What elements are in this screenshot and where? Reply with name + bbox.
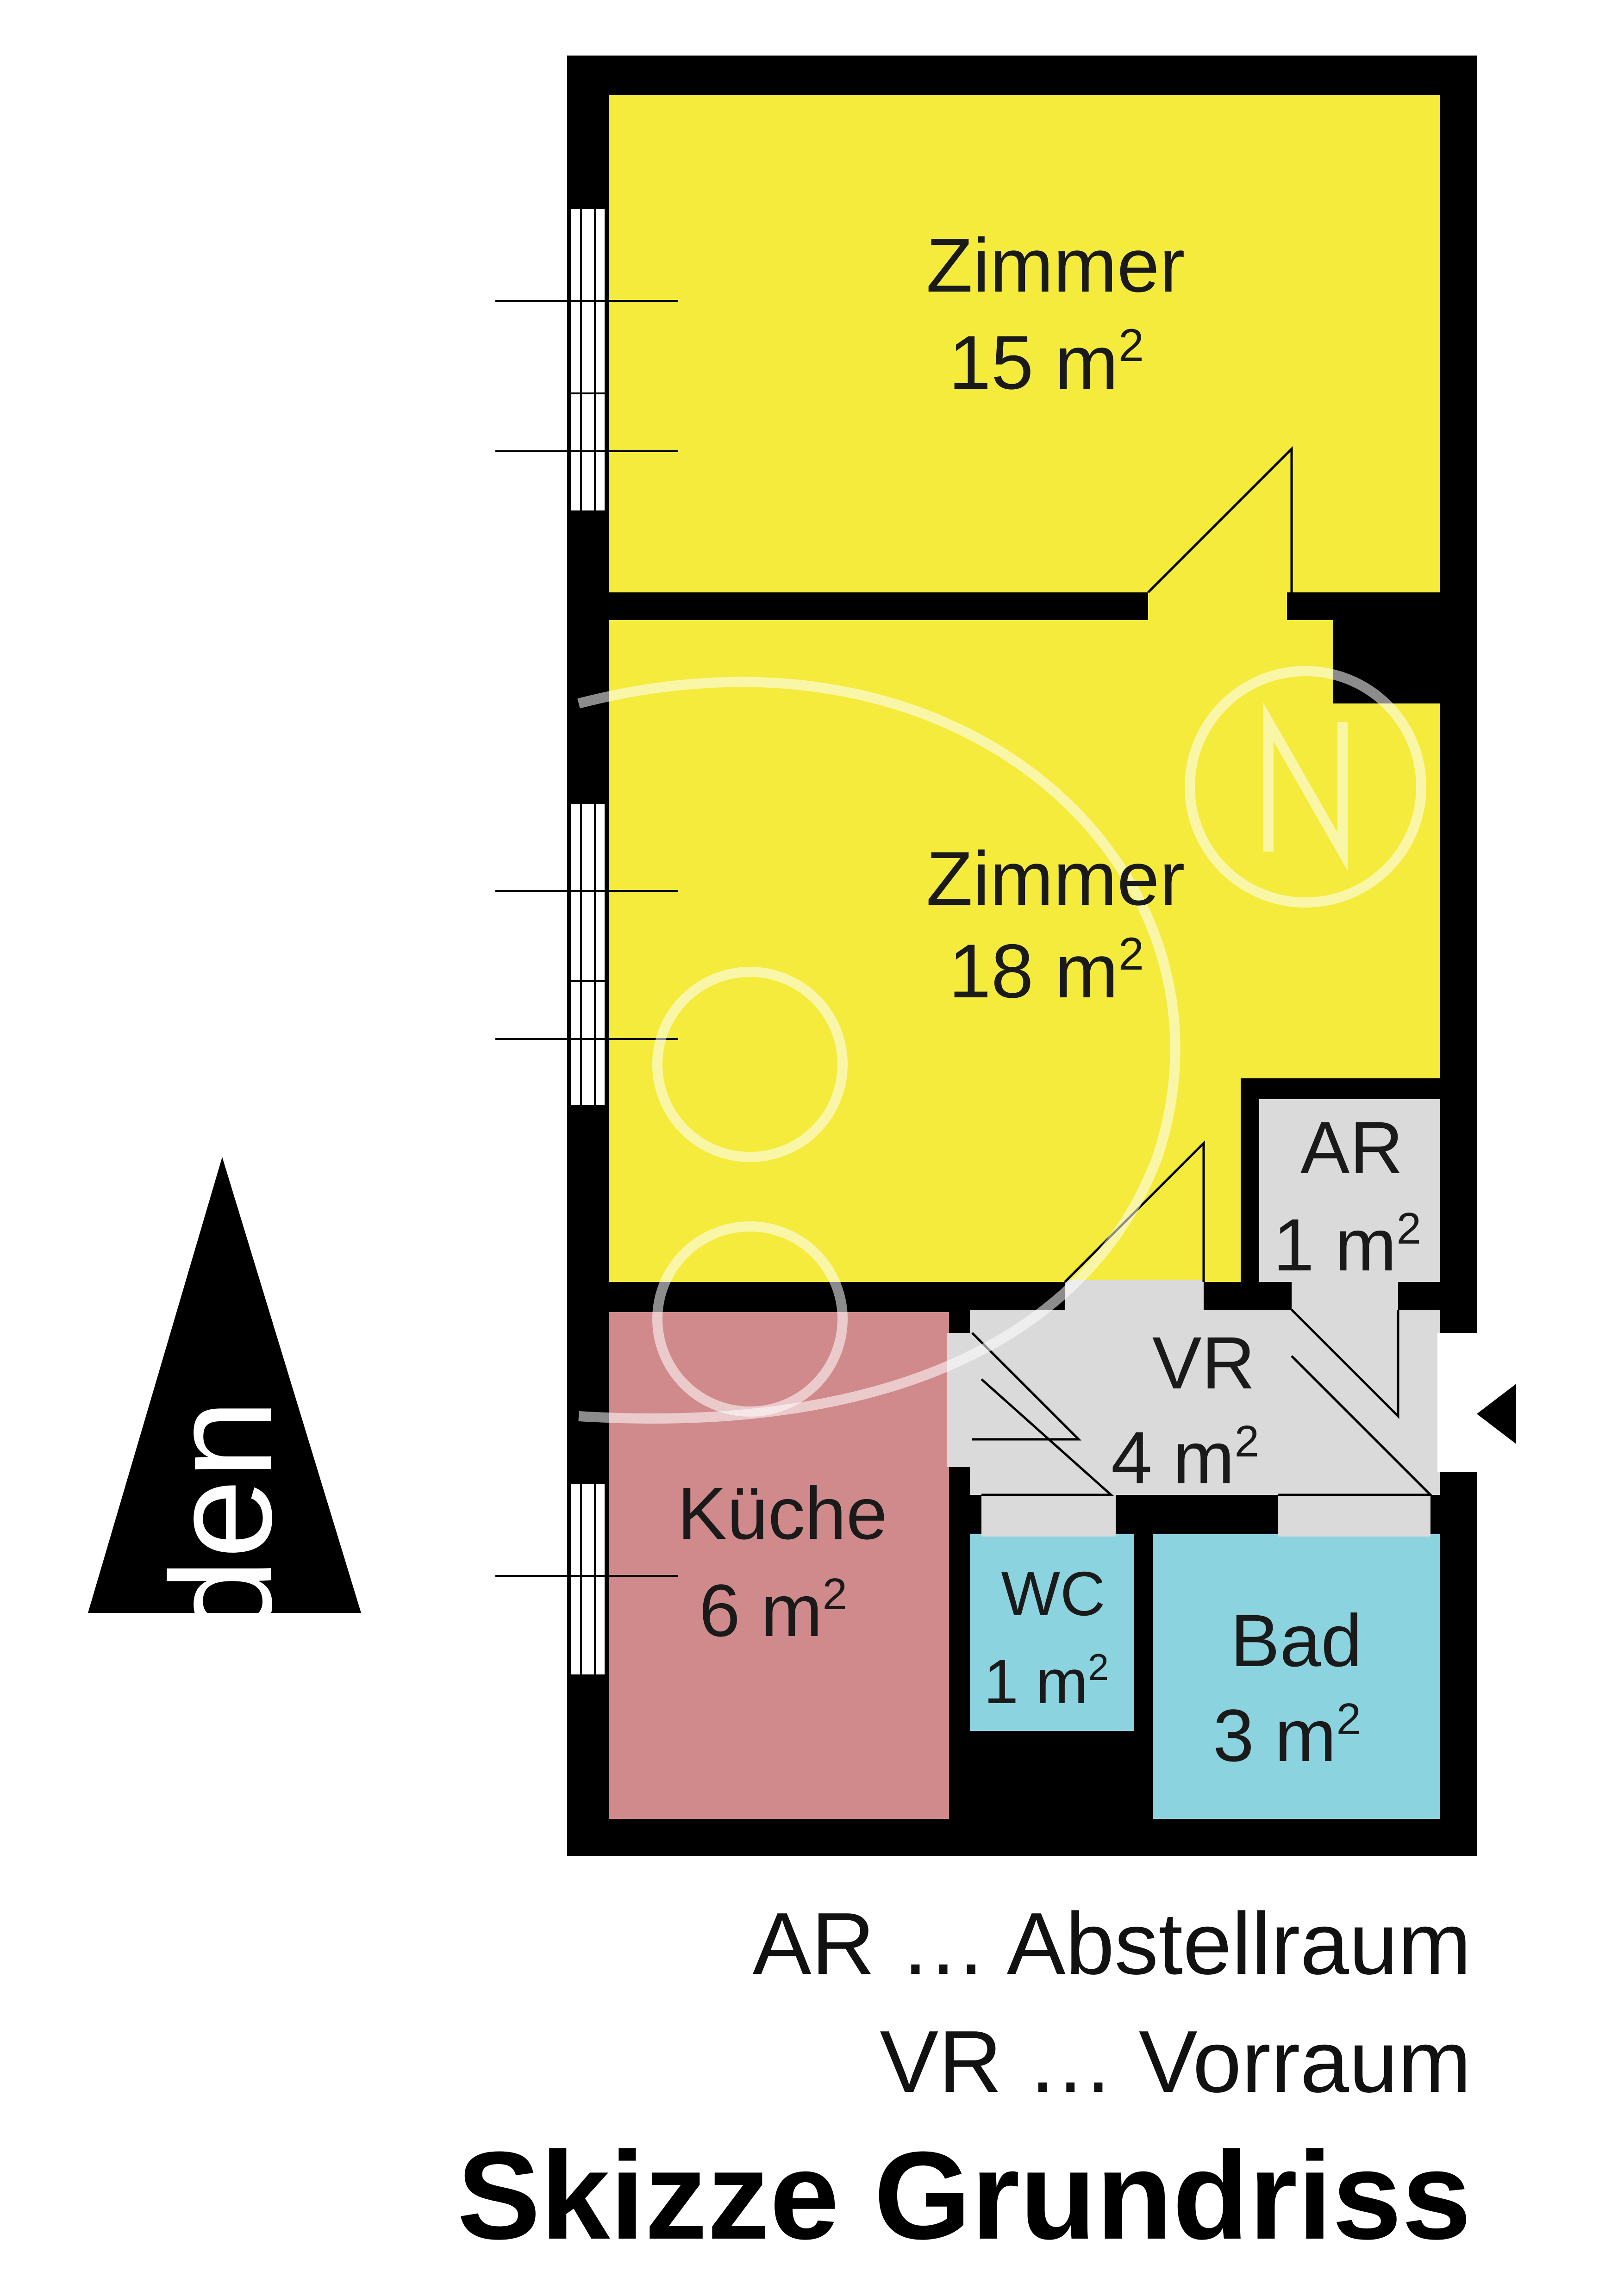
room-area-zimmer1: 15 m2: [949, 319, 1144, 405]
room-fill-ar: [1259, 1099, 1440, 1282]
room-label-zimmer2: Zimmer: [926, 836, 1185, 921]
entrance-arrow-icon: [1477, 1384, 1516, 1444]
room-label-wc: WC: [1001, 1559, 1106, 1629]
room-area-kueche: 6 m2: [699, 1569, 847, 1652]
room-label-ar: AR: [1300, 1106, 1403, 1189]
north-arrow-icon: [88, 1157, 361, 1613]
north-label-shadow: Norden: [141, 1399, 301, 1870]
room-label-kueche: Küche: [677, 1472, 887, 1555]
room-label-bad: Bad: [1230, 1599, 1362, 1682]
room-area-bad: 3 m2: [1213, 1694, 1361, 1777]
north-label: Norden: [141, 1399, 301, 1870]
door-swings: [971, 446, 1434, 1496]
room-area-zimmer2: 18 m2: [949, 928, 1144, 1014]
legend-vorraum: VR … Vorraum: [880, 2013, 1471, 2111]
legend-abstellraum: AR … Abstellraum: [752, 1895, 1471, 1993]
room-fill-vr: [970, 1310, 1440, 1495]
room-fill-zimmer2: [609, 620, 1440, 1282]
entrance-opening: [1437, 1333, 1479, 1472]
room-fill-bad: [1153, 1534, 1440, 1819]
door-opening-bad: [1278, 1493, 1430, 1537]
door-opening-zimmer2: [1065, 1280, 1204, 1312]
room-fill-wc: [970, 1534, 1134, 1731]
room-area-vr: 4 m2: [1111, 1416, 1259, 1499]
room-area-ar: 1 m2: [1273, 1203, 1421, 1286]
room-label-vr: VR: [1152, 1321, 1255, 1404]
room-fill-zimmer1: [609, 95, 1440, 592]
room-area-wc: 1 m2: [984, 1647, 1109, 1717]
page-title: Skizze Grundriss: [457, 2126, 1471, 2265]
door-opening-zimmer1: [1148, 590, 1287, 622]
window-sill-lines: [495, 300, 678, 1577]
windows: [569, 207, 606, 1676]
door-opening-ar: [1292, 1280, 1398, 1312]
room-fill-kueche: [609, 1312, 949, 1819]
window-mullions: [570, 208, 606, 1675]
watermark-logo: [577, 666, 1426, 1424]
door-opening-wc: [981, 1493, 1116, 1537]
room-label-zimmer1: Zimmer: [926, 223, 1185, 308]
